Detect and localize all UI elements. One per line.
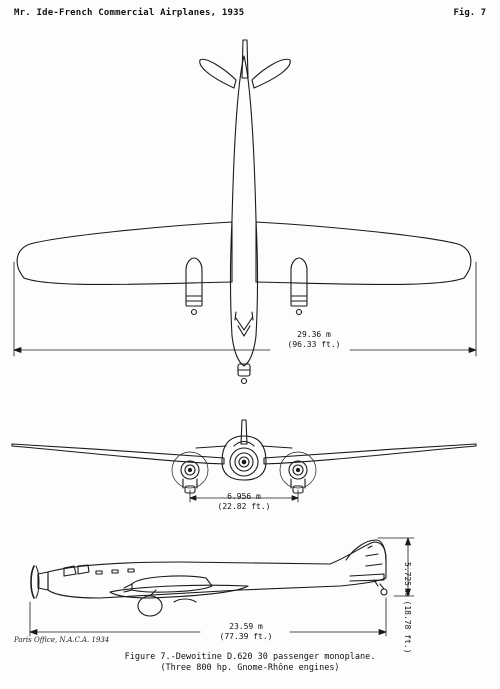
plan-horizontal-tail: [199, 58, 237, 89]
front-fuselage: [221, 435, 267, 481]
side-cockpit: [63, 565, 77, 577]
side-wing: [109, 584, 249, 599]
front-view: [11, 419, 477, 503]
span-metric: 29.36 m: [297, 330, 331, 339]
figure-number: Fig. 7: [453, 8, 486, 18]
side-fuselage: [47, 541, 387, 599]
front-fin: [240, 419, 248, 445]
plan-view: [13, 39, 477, 385]
plan-fuselage: [229, 55, 259, 367]
plan-wing: [16, 221, 233, 286]
side-fin: [345, 539, 387, 563]
front-wing: [11, 443, 225, 465]
length-dimension-label: 23.59 m (77.39 ft.): [206, 622, 286, 642]
plan-left-nacelle: [185, 257, 203, 316]
span-imperial: (96.33 ft.): [287, 340, 341, 349]
side-wing-nacelle: [131, 575, 213, 593]
front-track-dimension: [189, 489, 299, 503]
height-dimension-label: 5.725 m (18.78 ft.): [403, 562, 412, 654]
track-imperial: (22.82 ft.): [217, 502, 271, 511]
track-metric: 6.956 m: [227, 492, 261, 501]
side-tail-wheel: [380, 588, 388, 596]
side-propeller: [30, 565, 35, 599]
side-length-dimension: [29, 597, 387, 637]
plan-span-dimension: [13, 261, 477, 357]
front-left-engine: [171, 451, 209, 489]
side-landing-gear: [137, 589, 197, 617]
paris-office-signature: Paris Office, N.A.C.A. 1934: [14, 636, 110, 644]
span-dimension-label: 29.36 m (96.33 ft.): [278, 330, 350, 350]
figure-caption-line-1: Figure 7.-Dewoitine D.620 30 passenger m…: [124, 652, 376, 662]
length-metric: 23.59 m: [229, 622, 263, 631]
front-right-engine: [279, 451, 317, 489]
front-center-engine: [229, 447, 259, 477]
side-cabin-windows: [95, 568, 135, 575]
header-title: Mr. Ide-French Commercial Airplanes, 193…: [14, 8, 245, 18]
length-imperial: (77.39 ft.): [219, 632, 273, 641]
track-dimension-label: 6.956 m (22.82 ft.): [206, 492, 282, 512]
side-height-dimension: [377, 537, 415, 597]
figure-caption-line-2: (Three 800 hp. Gnome-Rhône engines): [160, 663, 340, 673]
side-view: [29, 537, 415, 637]
plan-right-nacelle: [290, 257, 308, 316]
